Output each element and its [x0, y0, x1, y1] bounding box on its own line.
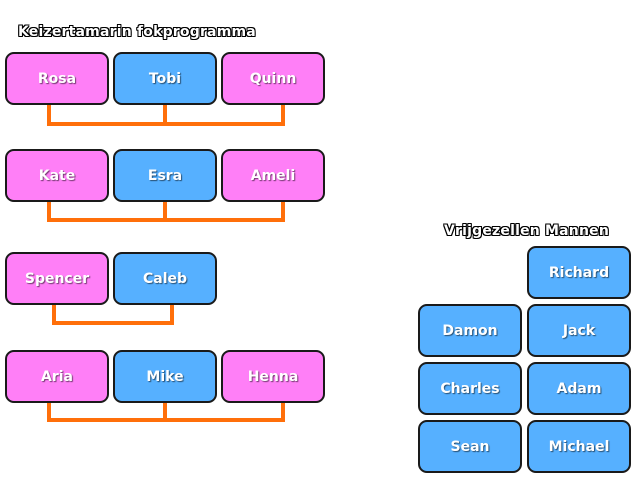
animal-card-kate[interactable]: Kate: [5, 149, 109, 202]
family-connector: [52, 303, 174, 325]
family-connector: [47, 400, 285, 422]
family-connector-stem: [163, 400, 167, 420]
bachelor-males-title: Vrijgezellen Mannen: [444, 223, 610, 239]
family-connector-stem: [163, 200, 167, 220]
animal-card-quinn[interactable]: Quinn: [221, 52, 325, 105]
bachelor-card-sean[interactable]: Sean: [418, 420, 522, 473]
animal-card-rosa[interactable]: Rosa: [5, 52, 109, 105]
bachelor-card-richard[interactable]: Richard: [527, 246, 631, 299]
animal-card-spencer[interactable]: Spencer: [5, 252, 109, 305]
animal-card-aria[interactable]: Aria: [5, 350, 109, 403]
family-connector: [47, 200, 285, 222]
family-connector: [47, 104, 285, 126]
bachelor-card-adam[interactable]: Adam: [527, 362, 631, 415]
animal-card-tobi[interactable]: Tobi: [113, 52, 217, 105]
bachelor-card-damon[interactable]: Damon: [418, 304, 522, 357]
family-connector-stem: [163, 104, 167, 124]
animal-card-esra[interactable]: Esra: [113, 149, 217, 202]
animal-card-ameli[interactable]: Ameli: [221, 149, 325, 202]
animal-card-mike[interactable]: Mike: [113, 350, 217, 403]
animal-card-caleb[interactable]: Caleb: [113, 252, 217, 305]
bachelor-card-jack[interactable]: Jack: [527, 304, 631, 357]
bachelor-card-michael[interactable]: Michael: [527, 420, 631, 473]
animal-card-henna[interactable]: Henna: [221, 350, 325, 403]
breeding-program-title: Keizertamarin fokprogramma: [18, 24, 256, 40]
bachelor-card-charles[interactable]: Charles: [418, 362, 522, 415]
